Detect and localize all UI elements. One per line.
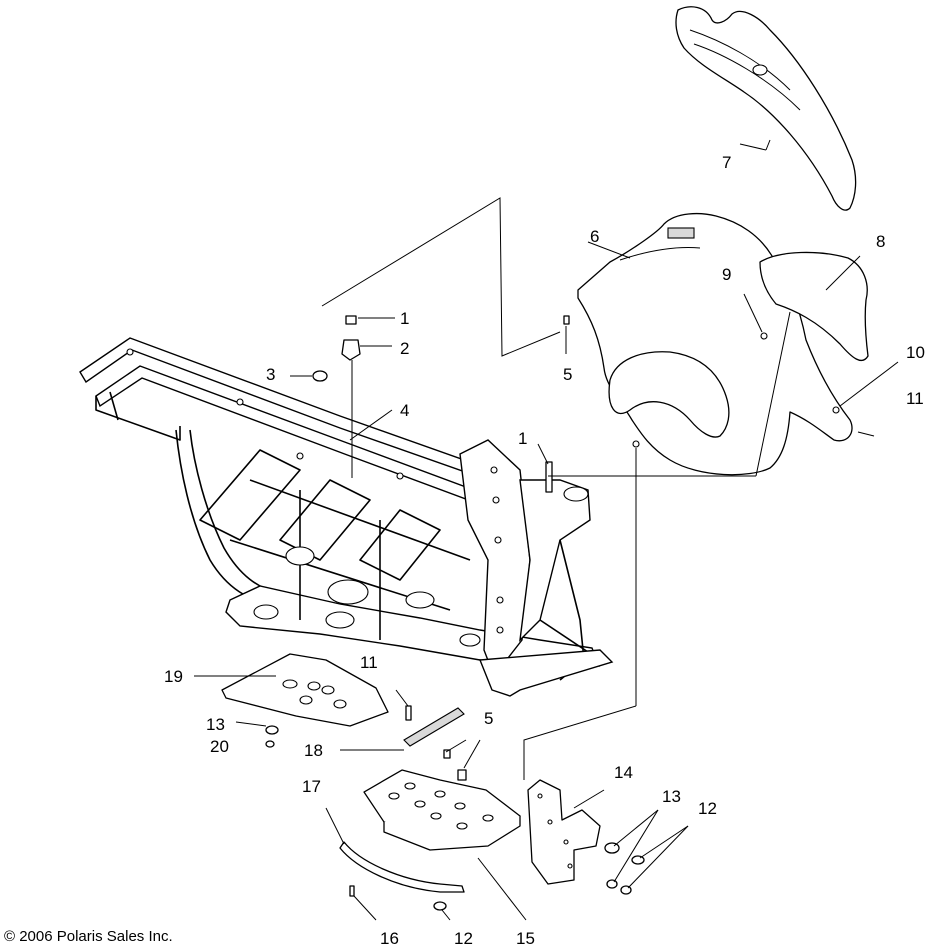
part-1-pin-right — [545, 461, 553, 493]
part-2-bracket — [341, 339, 361, 361]
callout-17: 17 — [302, 777, 321, 796]
part-18-tread-strip — [403, 707, 465, 747]
part-5-pin-upper — [563, 315, 570, 325]
part-16-screw — [349, 885, 355, 897]
callout-12-right: 12 — [698, 799, 717, 818]
part-14-bracket — [527, 779, 601, 885]
callout-13-right: 13 — [662, 787, 681, 806]
callout-3: 3 — [266, 365, 275, 384]
part-13-washer-right — [604, 842, 620, 889]
part-20-nut — [265, 740, 275, 748]
callout-13-left: 13 — [206, 715, 225, 734]
callout-10: 10 — [906, 343, 925, 362]
callout-12-bottom: 12 — [454, 929, 473, 946]
callout-1-top: 1 — [400, 309, 409, 328]
callout-18: 18 — [304, 741, 323, 760]
part-12-nut-bottom — [433, 901, 447, 911]
part-5-fasteners-lower — [443, 749, 467, 781]
callout-15: 15 — [516, 929, 535, 946]
callout-4: 4 — [400, 401, 409, 420]
part-17-strip — [339, 841, 465, 893]
callout-19: 19 — [164, 667, 183, 686]
part-11-screw-lower — [405, 705, 412, 721]
part-13-washer-left — [265, 725, 279, 735]
callout-8: 8 — [876, 232, 885, 251]
callout-11-lower: 11 — [360, 653, 378, 672]
callout-9: 9 — [722, 265, 731, 284]
callout-6: 6 — [590, 227, 599, 246]
callout-16: 16 — [380, 929, 399, 946]
callout-5-upper: 5 — [563, 365, 572, 384]
callouts: 1 2 3 4 5 6 7 8 9 10 11 1 19 11 5 13 20 … — [164, 153, 925, 946]
leader-lines — [194, 139, 899, 921]
part-1-clip-top — [345, 315, 357, 325]
part-4-main-frame — [79, 337, 614, 697]
part-15-footrest — [363, 769, 521, 851]
part-6-rear-fender — [577, 212, 869, 476]
part-11-screw-right — [857, 431, 875, 437]
callout-11-right: 11 — [906, 389, 924, 408]
callout-2: 2 — [400, 339, 409, 358]
callout-14: 14 — [614, 763, 633, 782]
callout-7: 7 — [722, 153, 731, 172]
part-12-nut-right — [620, 855, 645, 895]
copyright-notice: © 2006 Polaris Sales Inc. — [4, 928, 173, 945]
part-7-rear-rack — [675, 6, 857, 211]
part-19-skid-plate — [221, 653, 389, 727]
callout-1-right: 1 — [518, 429, 527, 448]
callout-5-lower: 5 — [484, 709, 493, 728]
part-3-bolt — [290, 370, 328, 382]
callout-20: 20 — [210, 737, 229, 756]
